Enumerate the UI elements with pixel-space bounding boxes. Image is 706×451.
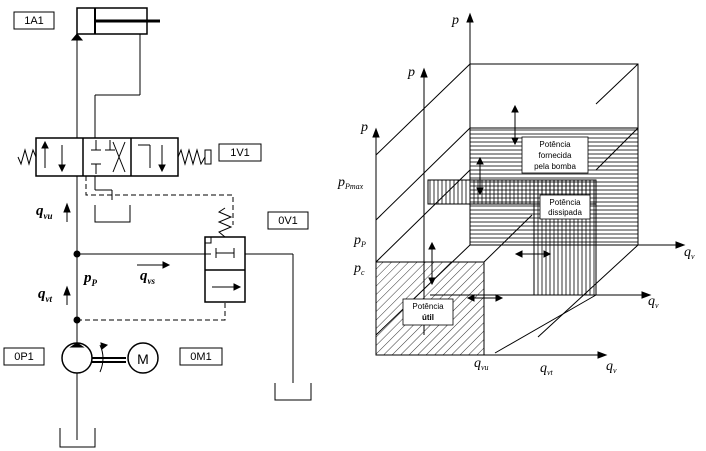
dissipated-label-line2: dissipada — [548, 208, 582, 217]
q-vu-label: qvu — [474, 356, 489, 372]
pressure-pump-label: pP — [82, 270, 98, 288]
useful-label-line2: útil — [422, 313, 434, 322]
pump-tag: 0P1 — [14, 351, 34, 363]
pump-power-label-line3: pela bomba — [534, 162, 576, 171]
useful-label-line1: Potência — [412, 302, 444, 311]
pump-power-label-line1: Potência — [539, 140, 571, 149]
motor-symbol: M — [137, 351, 149, 367]
cylinder-tag: 1A1 — [24, 15, 44, 27]
p-c-label: pc — [353, 261, 365, 277]
pump-power-label-line2: fornecida — [539, 151, 572, 160]
relief-valve-0v1 — [205, 208, 245, 302]
flow-total-label: qvt — [38, 286, 52, 304]
q-axis-mid-label: qv — [648, 294, 659, 310]
q-axis-front-label: qv — [606, 359, 617, 375]
flow-relief-label: qvs — [140, 268, 155, 286]
p-axis-mid-label: p — [407, 65, 415, 80]
dissipated-label-line1: Potência — [549, 198, 581, 207]
p-axis-back-label: p — [451, 13, 459, 28]
p-axis-front-label: p — [360, 120, 368, 135]
motor-tag: 0M1 — [190, 351, 211, 363]
directional-valve-1v1 — [18, 138, 211, 176]
valve-tag: 1V1 — [230, 147, 250, 159]
p-max-label: pPmax — [337, 175, 364, 191]
hydraulic-circuit: 1A1 — [4, 8, 311, 447]
q-vt-label: qvt — [540, 361, 554, 377]
cylinder-1a1 — [72, 8, 160, 40]
p-p-label: pP — [353, 233, 366, 249]
q-axis-back-label: qv — [684, 245, 695, 261]
relief-tag: 0V1 — [278, 215, 298, 227]
flow-useful-label: qvu — [36, 203, 53, 221]
